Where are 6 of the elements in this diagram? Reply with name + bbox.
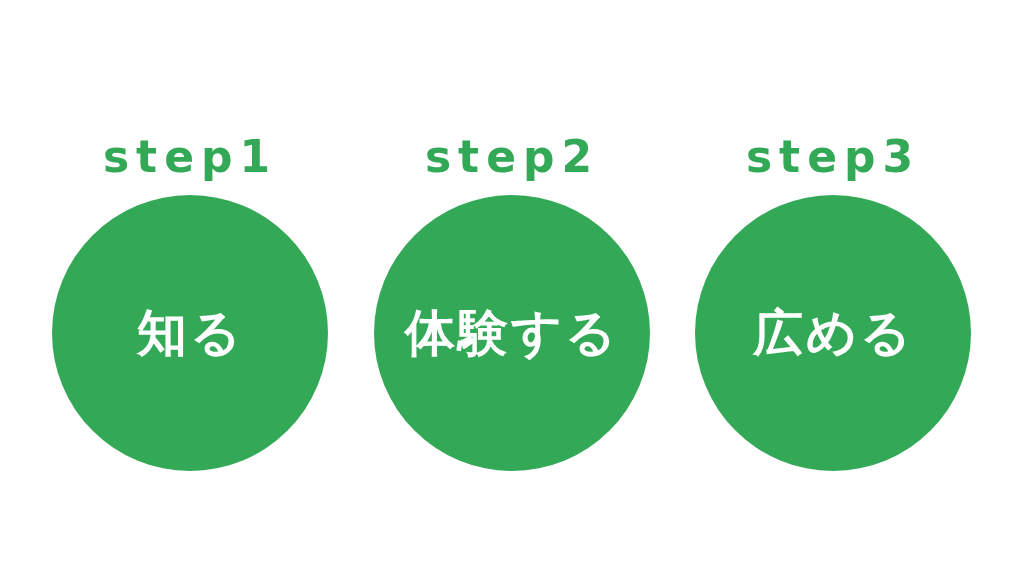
step-heading: step1	[102, 135, 278, 179]
step-heading: step3	[745, 135, 921, 179]
step-title: 体験する	[405, 308, 619, 358]
step-title: 広める	[752, 308, 914, 358]
step-heading: step2	[424, 135, 600, 179]
step-title: 知る	[136, 308, 244, 358]
